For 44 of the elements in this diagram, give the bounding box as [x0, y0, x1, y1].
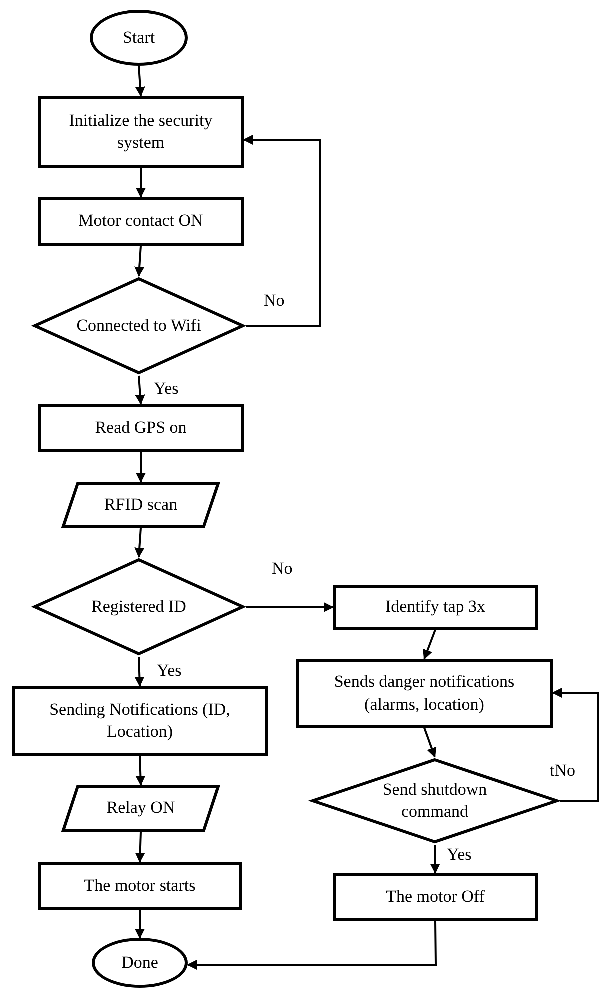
- arrow: [423, 630, 436, 660]
- node-text: RFID scan: [104, 494, 178, 516]
- node-text: Done: [122, 952, 158, 974]
- node-text: Read GPS on: [95, 416, 187, 439]
- arrow: [134, 656, 145, 687]
- process-box: [38, 197, 244, 246]
- arrow: [135, 832, 146, 863]
- process-box: [38, 404, 244, 452]
- input-parallelogram: [62, 482, 220, 528]
- process-box: [296, 659, 553, 728]
- arrow: [136, 756, 146, 786]
- node-text: Motor contact ON: [78, 210, 204, 232]
- arrow: [430, 844, 440, 874]
- process-box: [12, 686, 268, 756]
- decision-diamond: [32, 276, 246, 376]
- process-box: [38, 862, 242, 910]
- arrow: [424, 728, 437, 758]
- node-text: The motor starts: [84, 874, 196, 897]
- arrow: [135, 376, 146, 405]
- node-text: The motor Off: [386, 886, 485, 908]
- process-box: [333, 585, 538, 630]
- input-parallelogram: [62, 785, 220, 832]
- arrow: [187, 920, 438, 970]
- process-box: [38, 96, 244, 168]
- arrow: [243, 135, 321, 327]
- node-text: Relay ON: [106, 797, 176, 820]
- arrow: [135, 910, 145, 939]
- node-text: Start: [122, 26, 156, 49]
- node-text: Sending Notifications (ID, Location): [48, 698, 232, 743]
- arrow: [134, 528, 145, 558]
- node-text: Identify tap 3x: [385, 596, 486, 618]
- node-text: Connected to Wifi: [76, 314, 202, 337]
- node-text: Initialize the security system: [68, 110, 214, 154]
- process-box: [333, 873, 538, 921]
- arrow: [136, 168, 146, 198]
- arrow: [136, 452, 146, 483]
- node-text: Registered ID: [92, 596, 186, 618]
- decision-diamond: [32, 557, 246, 657]
- arrow: [134, 246, 145, 277]
- arrow: [246, 602, 334, 612]
- arrow: [135, 66, 146, 97]
- arrow: [552, 688, 599, 802]
- node-text: Sends danger notifications (alarms, location): [333, 671, 516, 716]
- node-text: Send shutdown command: [382, 778, 488, 823]
